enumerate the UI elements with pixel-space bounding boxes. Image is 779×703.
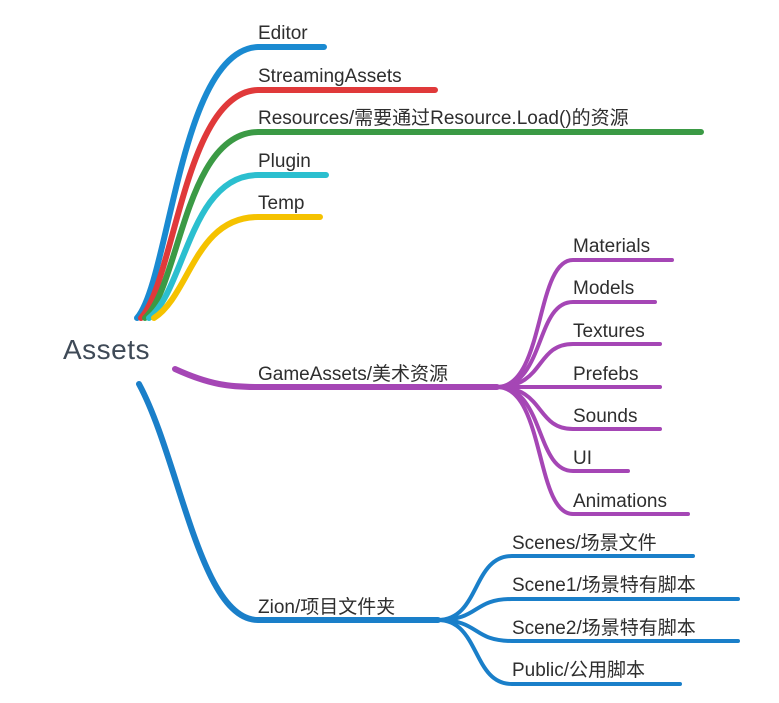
branch-zion-line	[136, 381, 441, 623]
node-materials-label: Materials	[573, 236, 650, 257]
node-ui-label: UI	[573, 448, 592, 469]
node-scene1-label: Scene1/场景特有脚本	[512, 574, 696, 596]
node-models-line	[495, 300, 657, 389]
node-models[interactable]: Models	[495, 278, 657, 389]
node-scene1[interactable]: Scene1/场景特有脚本	[436, 574, 740, 622]
node-scene1-line	[436, 597, 740, 622]
zion-children: Scenes/场景文件 Scene1/场景特有脚本 Scene2/场景特有脚本 …	[436, 532, 740, 686]
node-animations-line	[495, 385, 690, 516]
node-prefebs-label: Prefebs	[573, 364, 638, 385]
branch-editor-label: Editor	[258, 23, 308, 44]
branch-temp-label: Temp	[258, 193, 304, 214]
branch-plugin-line	[146, 172, 329, 321]
branch-temp-line	[151, 214, 323, 321]
node-animations[interactable]: Animations	[495, 385, 690, 516]
branch-editor[interactable]: Editor	[134, 23, 327, 321]
branch-streaming-label: StreamingAssets	[258, 66, 402, 87]
branch-editor-line	[134, 44, 327, 321]
branch-zion[interactable]: Zion/项目文件夹	[136, 381, 441, 623]
node-scenes-label: Scenes/场景文件	[512, 532, 657, 554]
node-sounds[interactable]: Sounds	[495, 385, 662, 431]
branch-resources-line	[142, 129, 704, 321]
branch-resources-label: Resources/需要通过Resource.Load()的资源	[258, 107, 629, 129]
node-scenes[interactable]: Scenes/场景文件	[436, 532, 695, 622]
node-scene2-label: Scene2/场景特有脚本	[512, 617, 696, 639]
branch-resources[interactable]: Resources/需要通过Resource.Load()的资源	[142, 107, 704, 321]
branch-gameassets-line	[172, 366, 500, 390]
node-scenes-line	[436, 554, 695, 622]
branch-plugin-label: Plugin	[258, 151, 311, 172]
node-models-label: Models	[573, 278, 634, 299]
node-sounds-label: Sounds	[573, 406, 637, 427]
branch-temp[interactable]: Temp	[151, 193, 323, 321]
root-node-label: Assets	[63, 334, 150, 365]
branch-gameassets[interactable]: GameAssets/美术资源	[172, 363, 500, 390]
node-textures-line	[495, 342, 662, 389]
branch-plugin[interactable]: Plugin	[146, 151, 329, 321]
node-public-label: Public/公用脚本	[512, 659, 645, 681]
node-textures[interactable]: Textures	[495, 321, 662, 389]
node-public-line	[436, 618, 682, 686]
branch-gameassets-label: GameAssets/美术资源	[258, 363, 448, 385]
node-scene2[interactable]: Scene2/场景特有脚本	[436, 617, 740, 643]
node-animations-label: Animations	[573, 491, 667, 512]
gameassets-children: Materials Models Textures Prefebs Sounds…	[495, 236, 690, 516]
branch-streaming-line	[138, 87, 438, 321]
branch-streaming-assets[interactable]: StreamingAssets	[138, 66, 438, 321]
node-textures-label: Textures	[573, 321, 645, 342]
branch-zion-label: Zion/项目文件夹	[258, 596, 395, 618]
node-public[interactable]: Public/公用脚本	[436, 618, 682, 686]
